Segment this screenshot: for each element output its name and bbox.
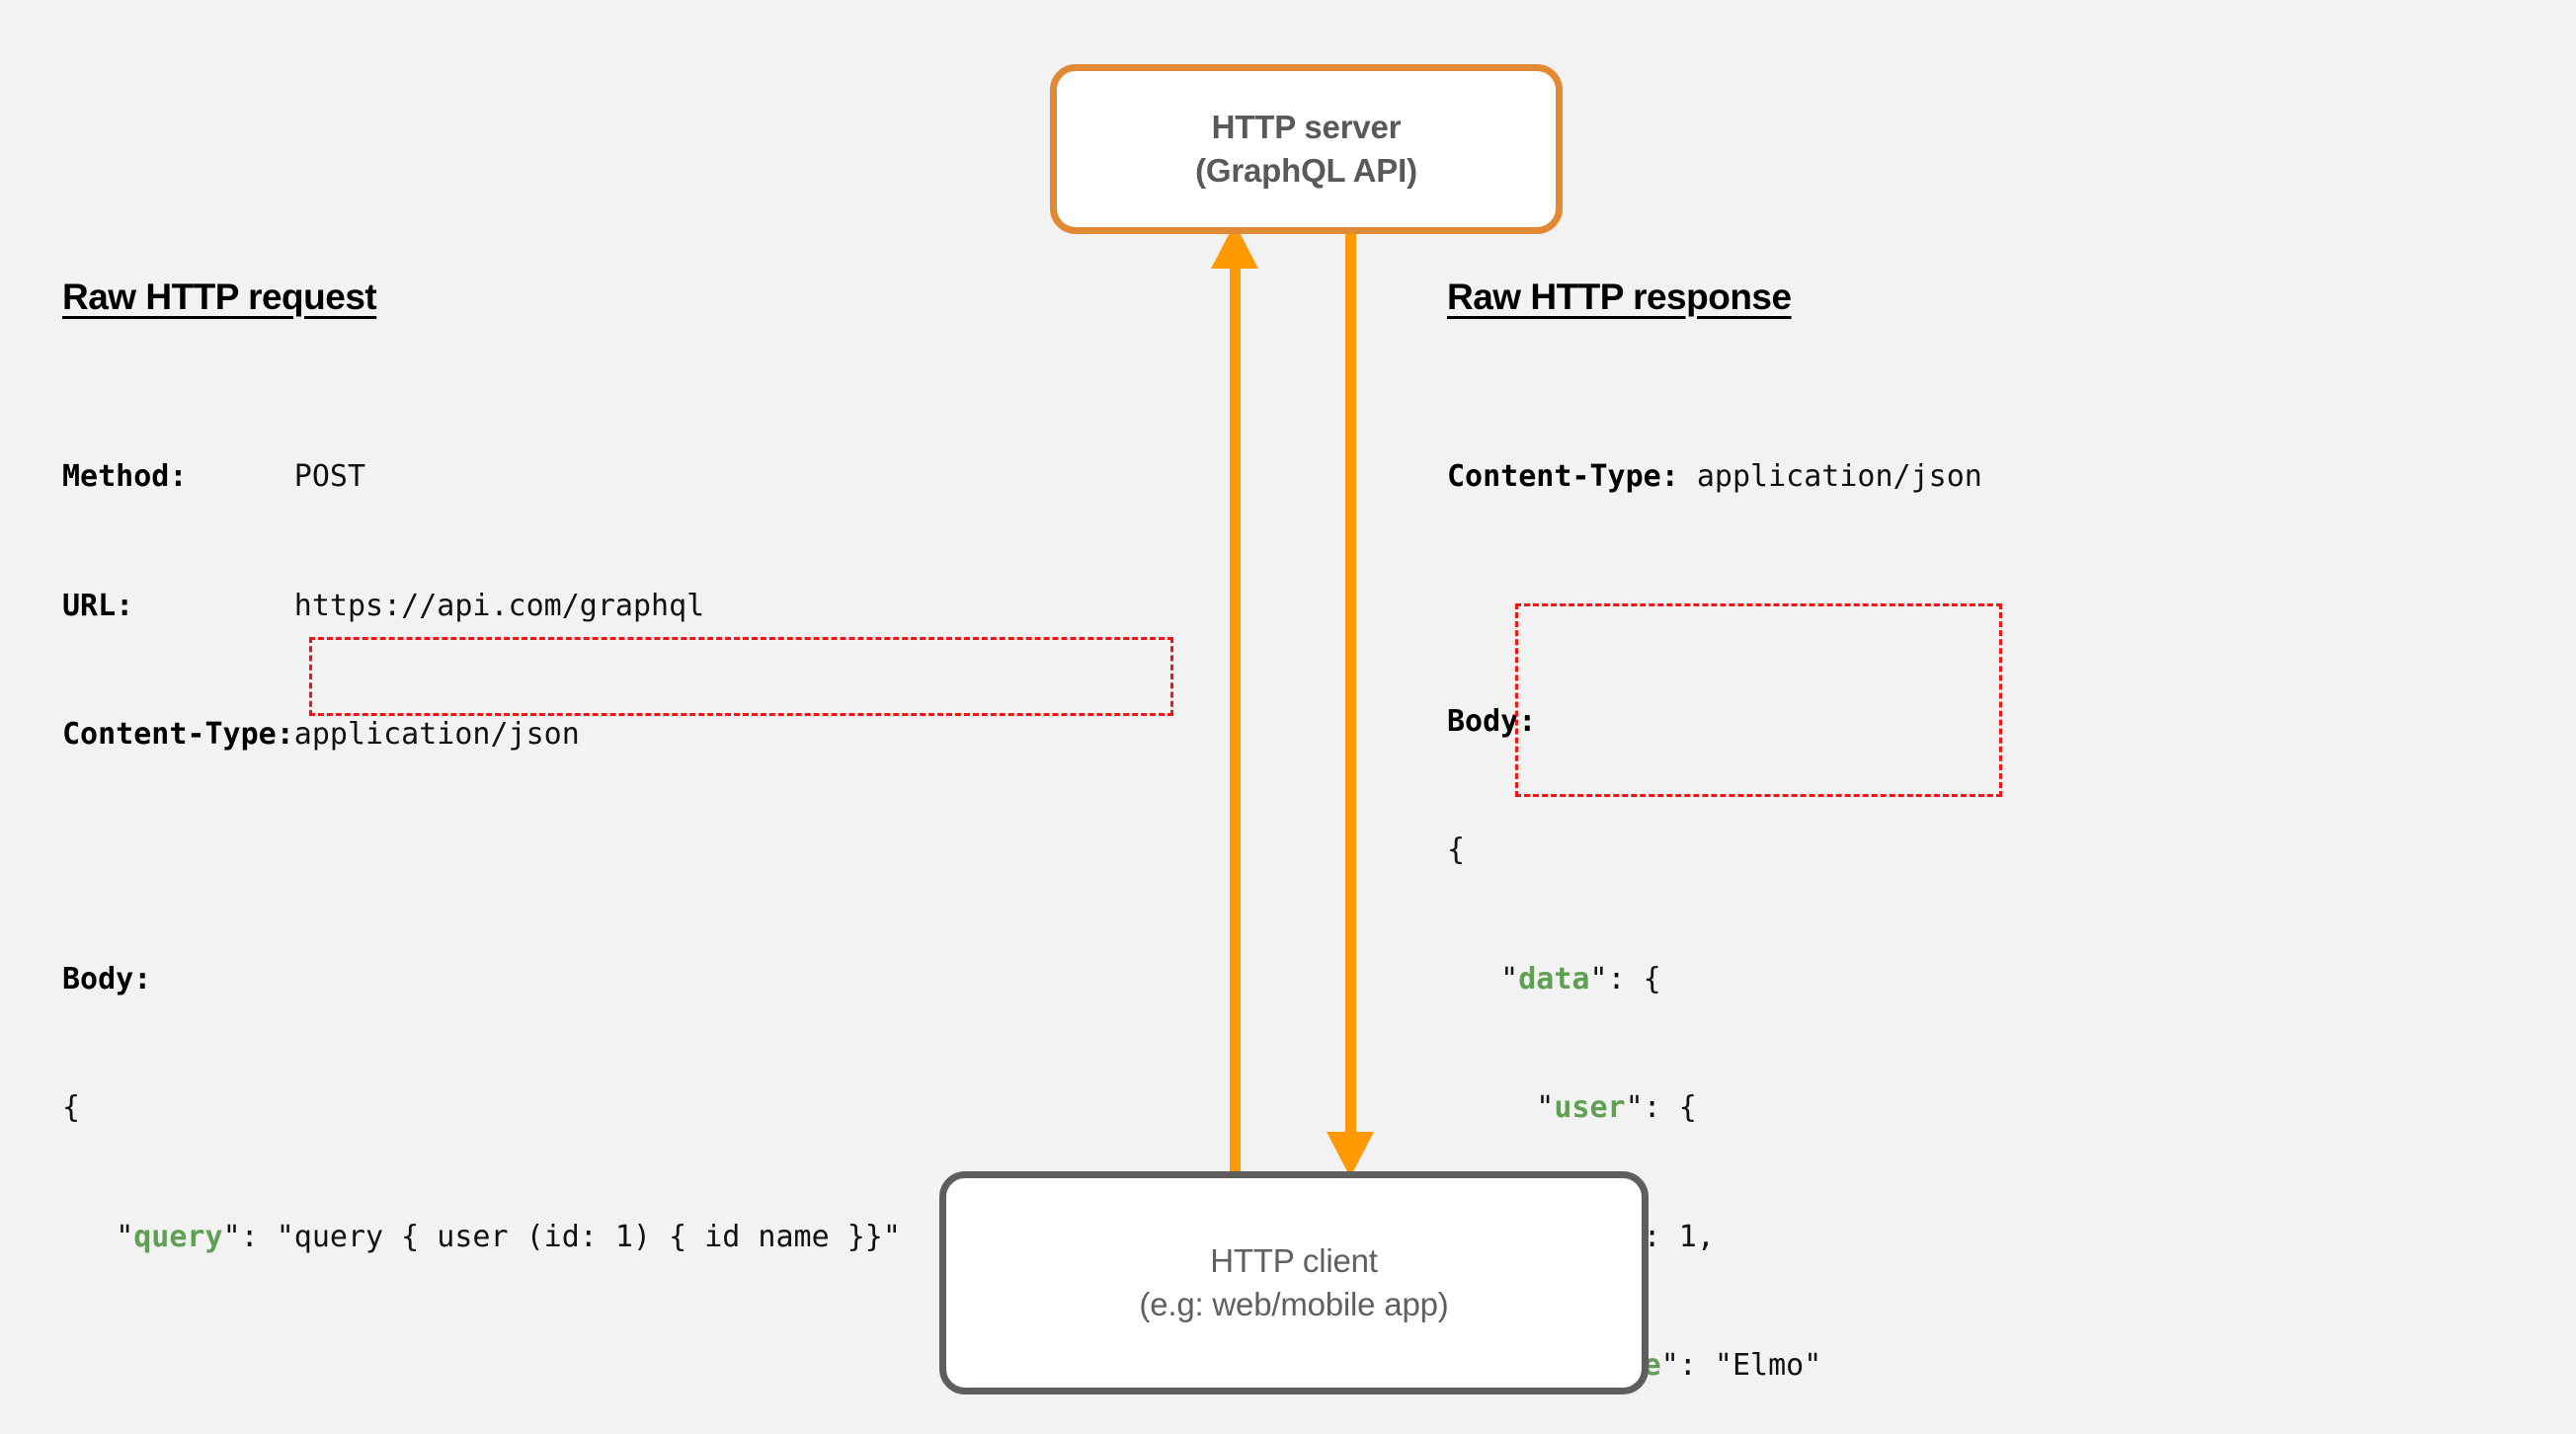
- http-client-node[interactable]: HTTP client (e.g: web/mobile app): [939, 1171, 1649, 1394]
- request-arrow-shaft: [1230, 259, 1241, 1172]
- request-field-url: URL: https://api.com/graphql: [62, 585, 1297, 628]
- response-arrow-head-icon: [1327, 1132, 1374, 1177]
- request-body-query-line: "query": "query { user (id: 1) { id name…: [62, 1216, 1297, 1259]
- server-subtitle-line: (GraphQL API): [1195, 152, 1417, 189]
- request-field-method-key: Method:: [62, 459, 188, 494]
- response-content-type-value-text: application/json: [1696, 459, 1982, 494]
- request-field-content-type: Content-Type:application/json: [62, 713, 1297, 757]
- request-body-colon: ":: [222, 1219, 277, 1254]
- response-body-label-text: Body:: [1447, 703, 1537, 739]
- response-arrow-shaft: [1345, 219, 1356, 1138]
- response-field-content-type-value: application/json: [1679, 459, 1982, 494]
- client-title-line: HTTP client: [1210, 1242, 1378, 1280]
- raw-http-response-panel: Raw HTTP response Content-Type: applicat…: [1447, 277, 2534, 1434]
- request-field-content-type-key: Content-Type:: [62, 717, 294, 752]
- http-server-node[interactable]: HTTP server (GraphQL API): [1050, 64, 1563, 234]
- response-user-indent: ": [1447, 1090, 1555, 1125]
- request-field-method: Method: POST: [62, 455, 1297, 499]
- response-headers-block: Content-Type: application/json Body: { "…: [1447, 369, 2534, 1434]
- request-field-method-value: POST: [293, 459, 366, 494]
- server-title-line: HTTP server: [1211, 109, 1402, 146]
- response-data-key: data: [1518, 961, 1590, 996]
- request-body-open-quote: ": [116, 1219, 134, 1254]
- response-field-content-type-key: Content-Type:: [1447, 459, 1679, 494]
- request-body-indent: [62, 1220, 116, 1254]
- response-panel-title: Raw HTTP response: [1447, 277, 1792, 317]
- response-body-user-line: "user": {: [1447, 1086, 2534, 1130]
- response-spacer: [1447, 585, 2534, 614]
- client-subtitle-line: (e.g: web/mobile app): [1139, 1286, 1449, 1322]
- request-body-query-key: query: [133, 1219, 223, 1254]
- response-field-content-type: Content-Type: application/json: [1447, 455, 2534, 499]
- request-body-label-text: Body:: [62, 961, 152, 996]
- response-data-after: ": {: [1589, 961, 1661, 996]
- raw-http-request-panel: Raw HTTP request Method: POST URL: https:/…: [62, 277, 1297, 1434]
- response-user-key: user: [1554, 1090, 1626, 1125]
- request-body-query-value: "query { user (id: 1) { id name }}": [276, 1219, 901, 1254]
- request-body-open-brace: {: [62, 1090, 81, 1125]
- request-field-url-value: https://api.com/graphql: [293, 588, 705, 623]
- request-body-label: Body:: [62, 958, 1297, 1001]
- response-data-indent: ": [1447, 961, 1519, 996]
- request-spacer: [62, 842, 1297, 872]
- request-headers-block: Method:POST URL:https://api.com/graphql …: [62, 369, 1297, 1434]
- request-field-url-key: URL:: [62, 588, 134, 623]
- request-field-content-type-value: application/json: [293, 717, 580, 752]
- response-body-data-line: "data": {: [1447, 958, 2534, 1001]
- response-user-after: ": {: [1625, 1090, 1697, 1125]
- request-panel-title: Raw HTTP request: [62, 277, 377, 317]
- response-body-label: Body:: [1447, 700, 2534, 744]
- response-name-after: ": "Elmo": [1660, 1348, 1822, 1383]
- response-body-open-brace: {: [1447, 833, 1466, 867]
